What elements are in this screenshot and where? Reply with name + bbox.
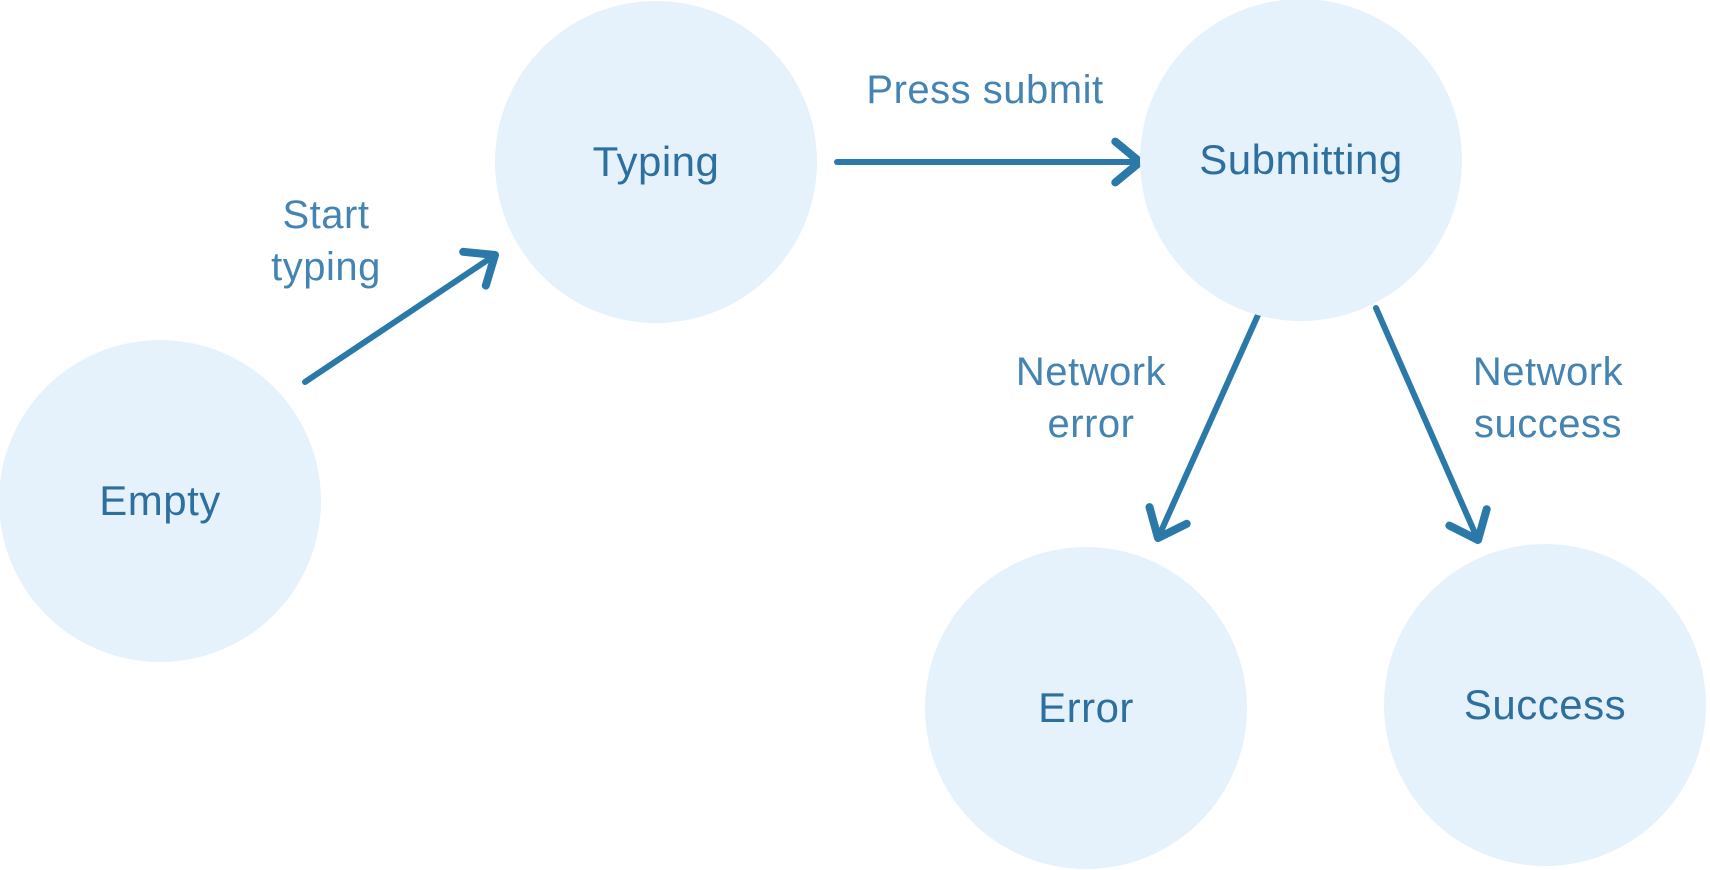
state-node-typing: Typing [495,1,817,323]
state-label-empty: Empty [99,477,221,524]
transition-press-submit: Press submit [834,68,1144,187]
transition-label-line: error [1048,402,1135,446]
transition-label-network-error: Network error [1016,350,1167,446]
transition-line-network-success [1373,305,1480,540]
transition-line-start-typing [302,254,495,385]
state-node-success: Success [1384,544,1706,866]
transition-label-line: Network [1016,350,1167,394]
state-node-error: Error [925,547,1247,869]
transition-label-network-success: Network success [1473,350,1624,446]
transition-label-line: success [1474,402,1622,446]
transition-label-press-submit: Press submit [866,68,1103,112]
arrowhead-icon [1145,503,1191,542]
transition-label-line: Start [283,193,370,237]
arrowhead-icon [459,247,499,290]
state-label-error: Error [1038,684,1134,731]
state-node-empty: Empty [0,340,321,662]
transition-label-start-typing: Start typing [271,193,381,289]
arrowhead-icon [1445,505,1491,544]
state-label-typing: Typing [592,138,720,185]
state-label-submitting: Submitting [1199,136,1403,183]
state-node-submitting: Submitting [1140,0,1462,321]
transition-network-success: Network success [1373,305,1624,544]
transition-label-line: typing [271,245,381,289]
transition-label-line: Network [1473,350,1624,394]
state-label-success: Success [1463,681,1627,728]
transition-line-network-error [1156,312,1261,538]
transition-start-typing: Start typing [271,193,499,385]
transition-network-error: Network error [1016,312,1261,542]
transition-label-line: Press submit [866,68,1103,112]
